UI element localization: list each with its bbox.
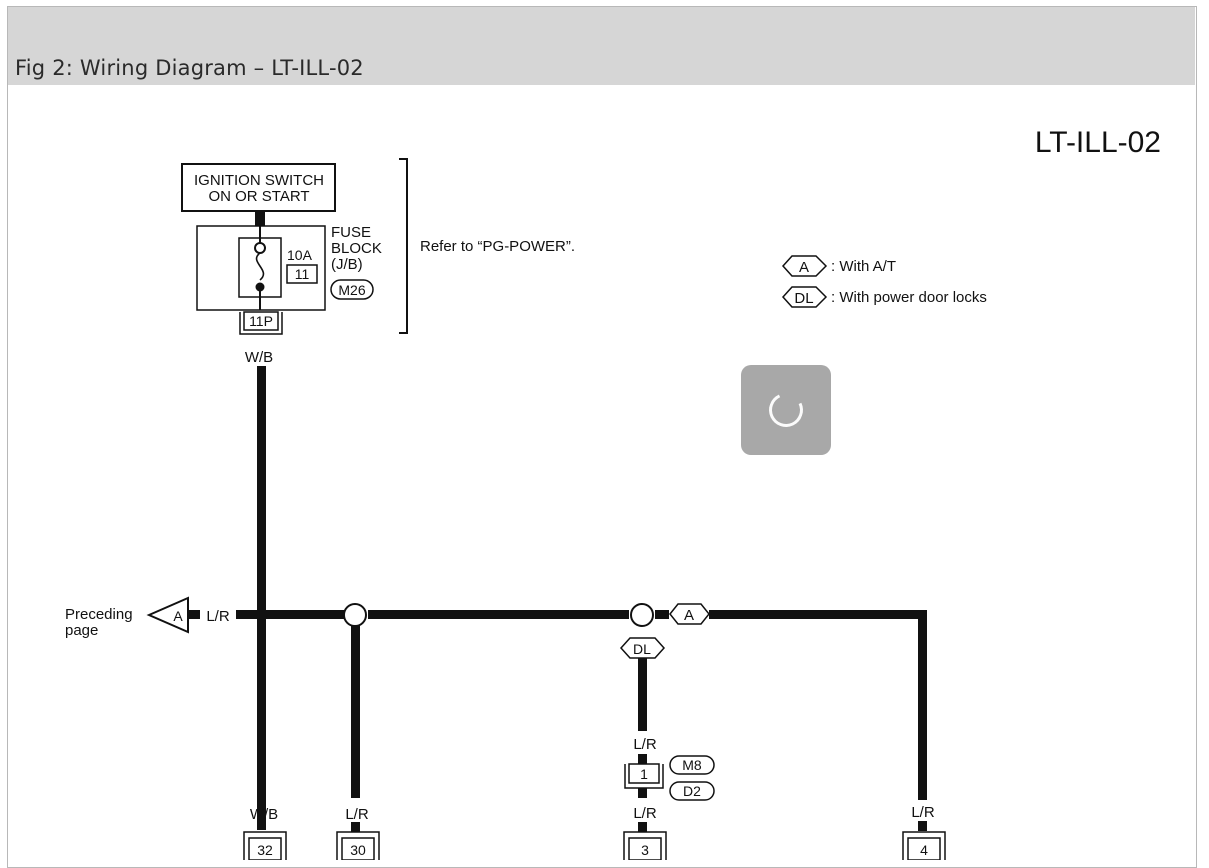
ignition-label-line1: IGNITION SWITCH (194, 172, 324, 189)
bus-wire-middle (368, 610, 629, 619)
fuse-number: 11 (295, 266, 310, 282)
option-a-symbol (669, 603, 710, 625)
bottom-connector-2-pin: 30 (350, 842, 366, 858)
fuse-block-label-line3: (J/B) (331, 256, 363, 273)
wire-color-bus: L/R (206, 608, 230, 625)
legend: A : With A/T DL : With power door locks (781, 255, 987, 308)
legend-dl-code: DL (794, 290, 813, 307)
option-dl-code: DL (633, 641, 651, 657)
bus-wire-left (236, 610, 344, 619)
drop3-wire-upper (638, 658, 647, 731)
legend-a-code: A (799, 259, 809, 276)
preceding-page-line2: page (65, 622, 98, 639)
inline-connector-pin: 1 (640, 766, 648, 782)
drop1-wire (257, 619, 266, 830)
reference-note: Refer to “PG-POWER”. (420, 238, 575, 255)
legend-dl-symbol (781, 286, 828, 308)
splice-point-1 (343, 603, 367, 627)
figure-title: Fig 2: Wiring Diagram – LT-ILL-02 (15, 56, 364, 80)
wire-color-drop2: L/R (345, 806, 369, 823)
bottom-connector-3-pin: 3 (641, 842, 649, 858)
reference-bracket (399, 158, 408, 334)
legend-a-symbol (781, 255, 828, 277)
splice-point-2 (630, 603, 654, 627)
drop2-wire (351, 626, 360, 798)
inline-connector-code1: M8 (682, 757, 702, 773)
preceding-page-symbol: A (173, 608, 183, 624)
wire-color-main-feed: W/B (245, 349, 273, 366)
fuse-rating: 10A (287, 247, 313, 263)
bottom-connector-4: 4 (902, 831, 946, 860)
fuse-block-label-line1: FUSE (331, 224, 371, 241)
bus-wire-right (709, 610, 927, 619)
loading-overlay (741, 365, 831, 455)
figure-header (8, 7, 1195, 85)
ignition-switch-box: IGNITION SWITCH ON OR START (181, 163, 336, 212)
legend-a-text: : With A/T (831, 258, 896, 275)
figure-frame (7, 6, 1197, 868)
bottom-connector-1-pin: 32 (257, 842, 273, 858)
bottom-connector-4-pin: 4 (920, 842, 928, 858)
main-feed-wire (257, 366, 266, 610)
fuse-block: 10A 11 FUSE BLOCK (J/B) M26 11P (196, 224, 382, 335)
diagram-code: LT-ILL-02 (1035, 126, 1161, 159)
preceding-page-line1: Preceding (65, 606, 133, 623)
inline-connector-code2: D2 (683, 783, 701, 799)
option-dl-symbol (619, 637, 666, 659)
bottom-connector-3: 3 (623, 831, 667, 860)
ignition-label-line2: ON OR START (208, 188, 309, 205)
wire-color-drop1: W/B (250, 806, 278, 823)
fuse-icon (255, 252, 265, 281)
spinner-icon (764, 388, 808, 432)
fuse-block-connector: M26 (338, 282, 365, 298)
wire-color-drop3-upper: L/R (633, 736, 657, 753)
option-a-code: A (684, 607, 694, 624)
drop4-wire (918, 610, 927, 800)
fuse-terminal: 11P (249, 313, 273, 329)
bottom-connector-2: 30 (336, 831, 380, 860)
wire-color-drop3-lower: L/R (633, 805, 657, 822)
fuse-block-label-line2: BLOCK (331, 240, 382, 257)
legend-dl-text: : With power door locks (831, 289, 987, 306)
switch-fuse-link (255, 211, 265, 226)
bottom-connector-1: 32 (243, 831, 287, 860)
wire-color-drop4: L/R (911, 804, 935, 821)
